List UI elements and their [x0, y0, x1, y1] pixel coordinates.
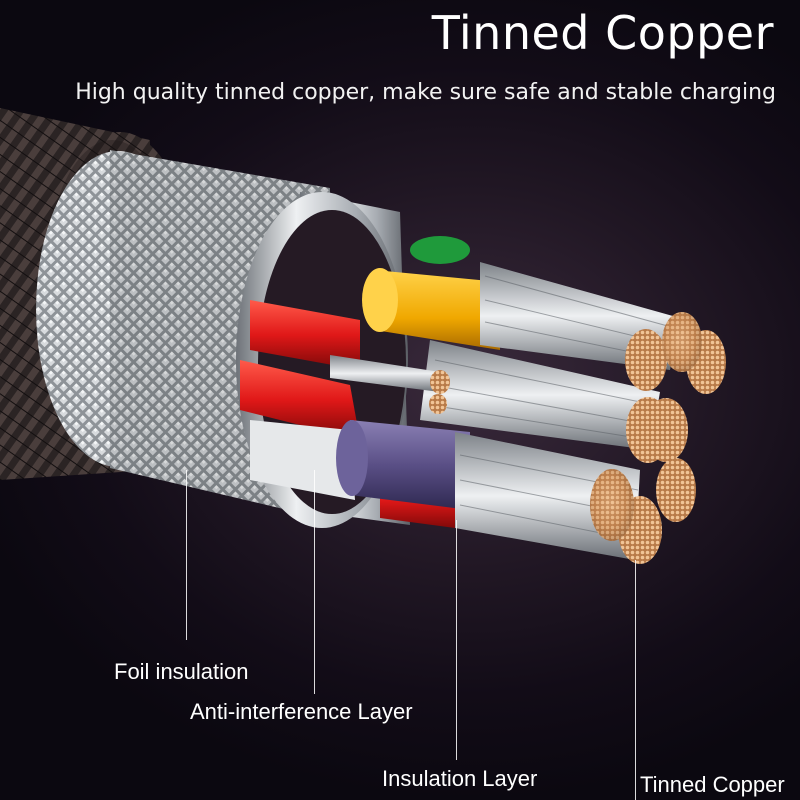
copper-ends: [590, 312, 726, 564]
callout-anti-interference-layer: Anti-interference Layer: [190, 699, 413, 724]
page-title: Tinned Copper: [431, 6, 774, 60]
callout-line-tinned-copper: [635, 560, 636, 800]
callout-line-foil: [186, 470, 187, 640]
callout-insulation-layer: Insulation Layer: [382, 766, 538, 791]
callout-tinned-copper: Tinned Copper: [640, 772, 785, 797]
callout-foil-insulation: Foil insulation: [114, 659, 249, 684]
callout-line-anti-interference: [314, 470, 315, 694]
callout-line-insulation: [456, 520, 457, 760]
page-subtitle: High quality tinned copper, make sure sa…: [75, 80, 776, 105]
